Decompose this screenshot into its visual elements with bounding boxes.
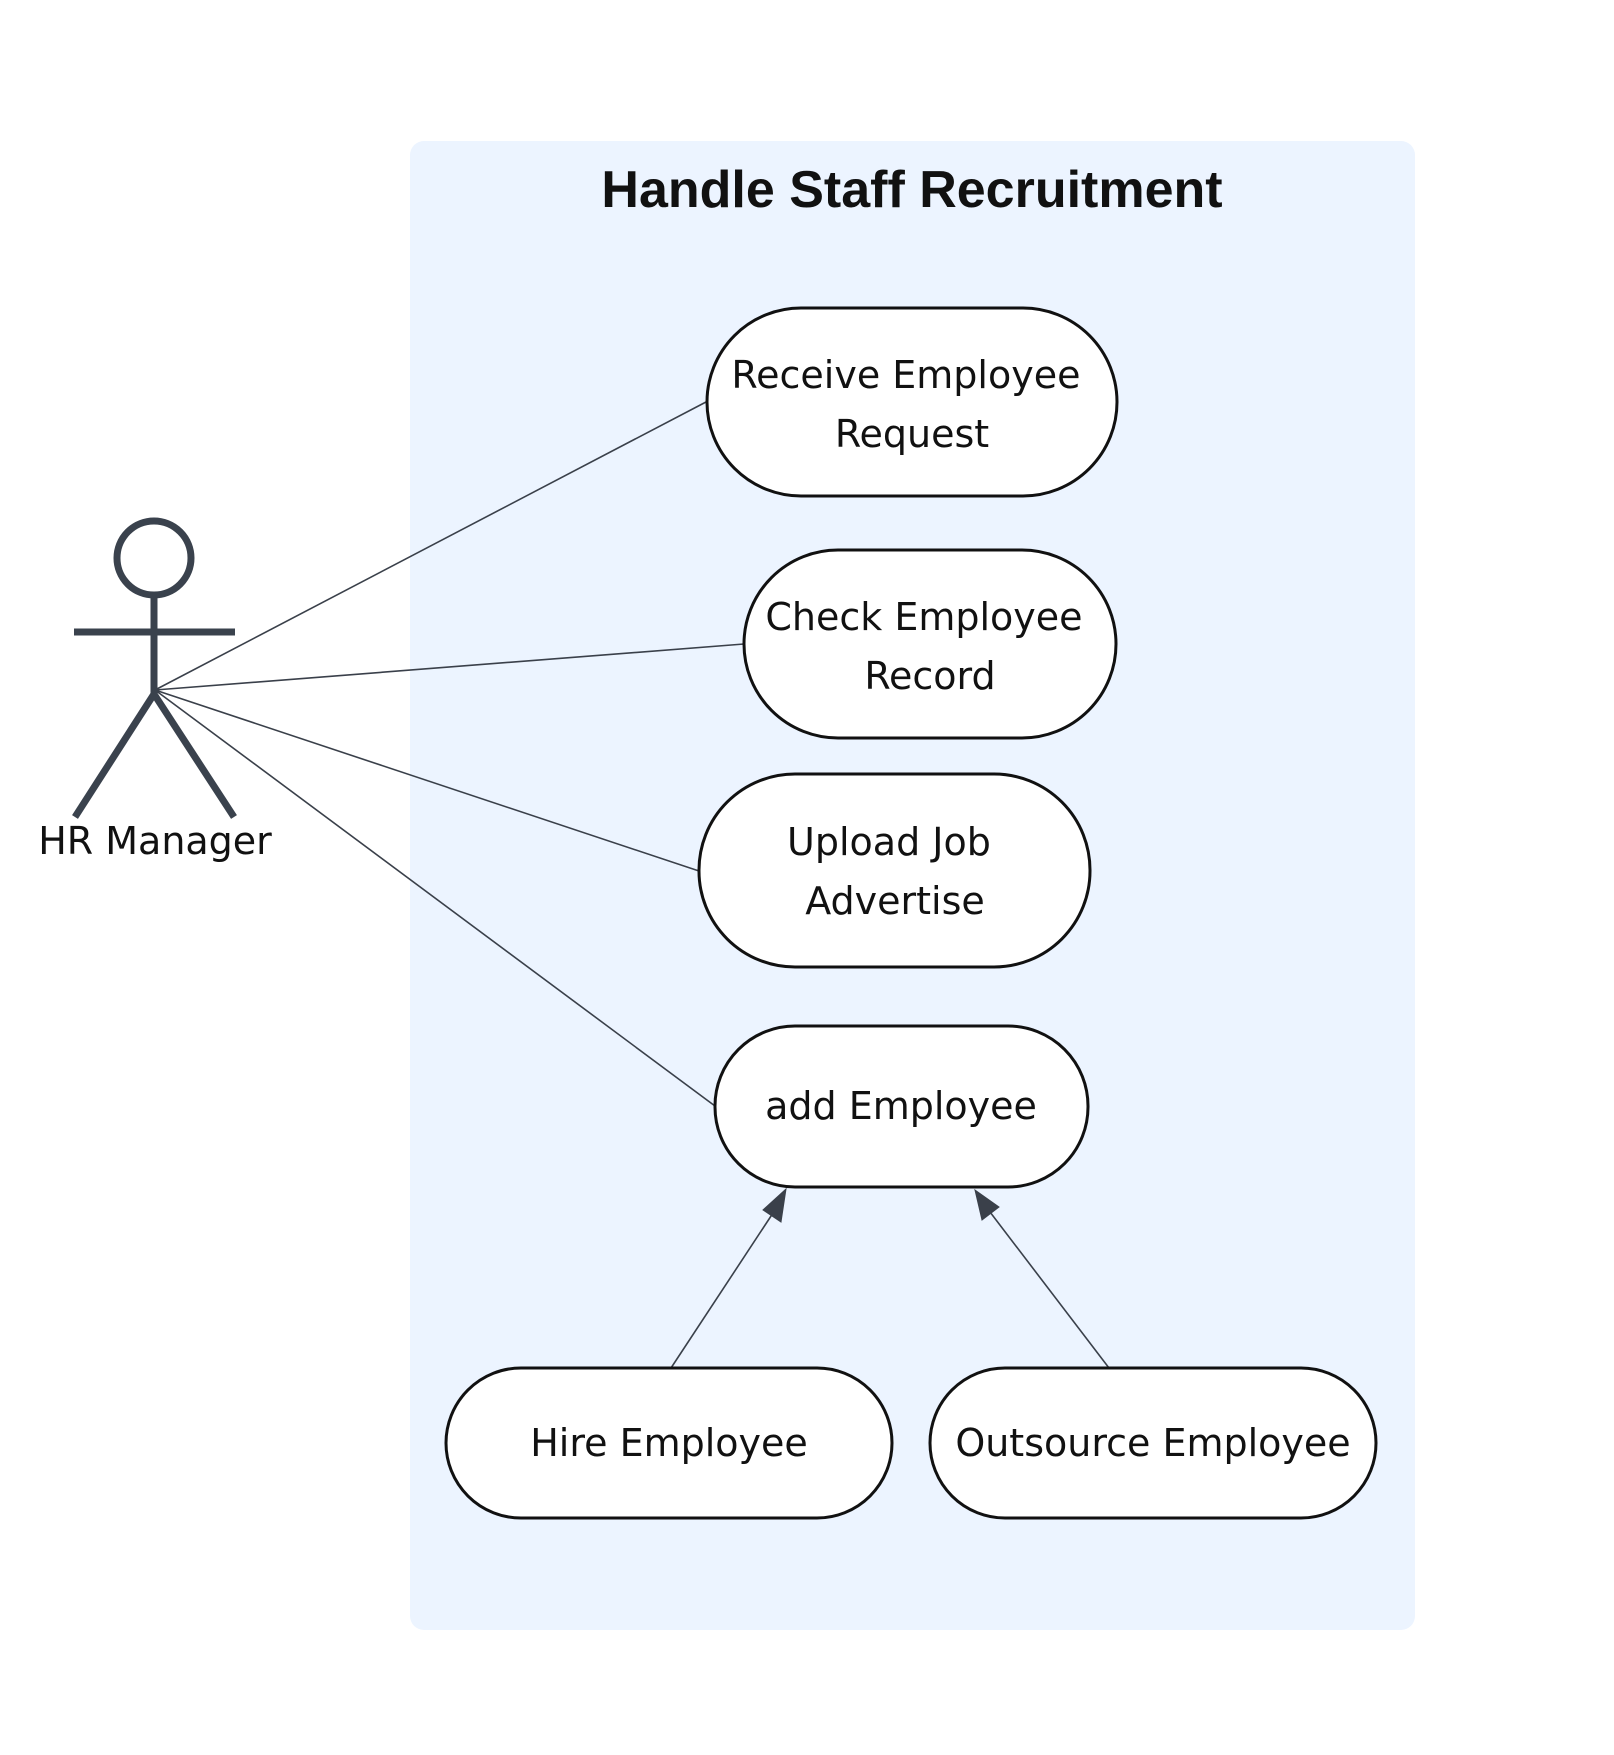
- association-upload-line: [154, 689, 700, 872]
- generalization-hire-line: [670, 1209, 776, 1369]
- stick-figure-icon: [72, 517, 237, 819]
- actor-hr-manager[interactable]: HR Manager: [38, 517, 272, 863]
- usecase-hire-shape: [444, 1366, 894, 1520]
- association-add-line: [154, 689, 716, 1107]
- usecase-outsource-label: Outsource Employee: [955, 1421, 1350, 1465]
- association-receive-line: [154, 401, 707, 691]
- generalization-outsource-line: [989, 1211, 1110, 1369]
- usecase-receive-employee-request[interactable]: Receive Employee Request: [705, 306, 1119, 498]
- actor-right-leg: [151, 692, 237, 819]
- usecase-receive-line-1: Receive Employee: [731, 353, 1080, 397]
- actor-left-leg: [72, 692, 157, 819]
- usecase-outsource-shape: [928, 1366, 1378, 1520]
- usecase-upload-line-1: Upload Job: [787, 820, 991, 864]
- usecase-upload-line-2: Advertise: [805, 879, 985, 923]
- usecase-check-employee-record[interactable]: Check Employee Record: [742, 548, 1118, 740]
- usecase-hire-employee[interactable]: Hire Employee: [444, 1366, 894, 1520]
- actor-label: HR Manager: [38, 819, 272, 863]
- usecase-receive-line-2: Request: [835, 412, 989, 456]
- usecase-outsource-employee[interactable]: Outsource Employee: [928, 1366, 1378, 1520]
- association-lines: [154, 401, 745, 1107]
- generalization-hire-arrowhead: [762, 1187, 787, 1223]
- usecase-upload-shape: [697, 772, 1092, 969]
- use-cases: Receive Employee Request Check Employee …: [444, 306, 1378, 1520]
- usecase-check-label: Check Employee Record: [765, 595, 1094, 698]
- usecase-check-shape: [742, 548, 1118, 740]
- generalization-arrows: [670, 1187, 1110, 1369]
- usecase-add-shape: [713, 1024, 1090, 1189]
- usecase-check-line-2: Record: [864, 654, 995, 698]
- system-boundary-title: Handle Staff Recruitment: [601, 161, 1222, 219]
- usecase-upload-label: Upload Job Advertise: [787, 820, 1003, 923]
- association-check-line: [154, 643, 745, 691]
- usecase-hire-label: Hire Employee: [530, 1421, 808, 1465]
- generalization-outsource-arrowhead: [974, 1188, 1000, 1221]
- usecase-add-employee[interactable]: add Employee: [713, 1024, 1090, 1189]
- usecase-receive-label: Receive Employee Request: [731, 353, 1092, 456]
- usecase-check-line-1: Check Employee: [765, 595, 1082, 639]
- usecase-upload-job-advertise[interactable]: Upload Job Advertise: [697, 772, 1092, 969]
- actor-head: [113, 517, 195, 599]
- usecase-receive-shape: [705, 306, 1119, 498]
- usecase-add-label: add Employee: [765, 1084, 1037, 1128]
